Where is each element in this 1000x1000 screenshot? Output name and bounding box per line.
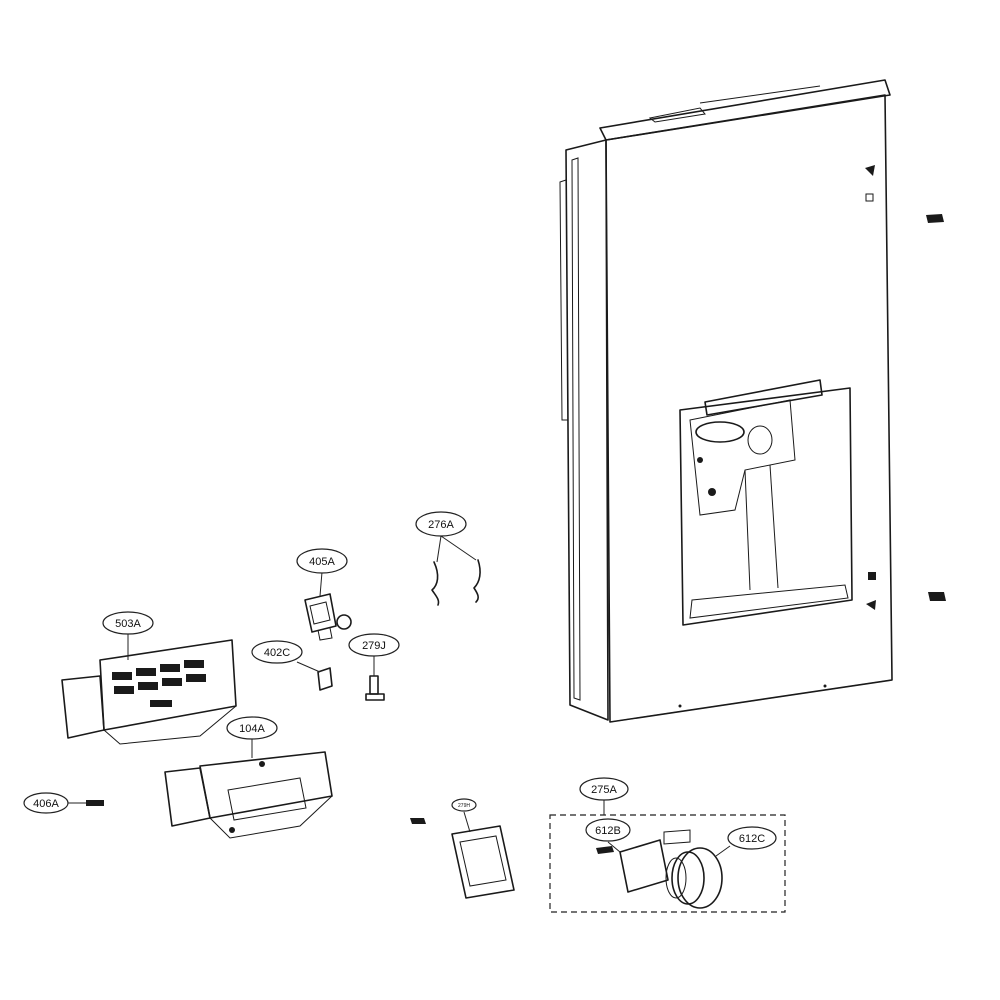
svg-text:104A: 104A	[239, 723, 265, 735]
hinge-screw-bottom	[928, 592, 946, 601]
callout-406a: 406A	[23, 792, 69, 814]
svg-text:279H: 279H	[458, 803, 470, 809]
callout-405a: 405A	[296, 548, 348, 574]
svg-text:405A: 405A	[309, 556, 335, 568]
dispenser-housing-104a	[164, 738, 333, 839]
svg-text:503A: 503A	[115, 618, 141, 630]
callout-402c: 402C	[251, 640, 303, 664]
callout-503a: 503A	[102, 611, 154, 635]
spring-parts-276a	[431, 535, 481, 606]
clip-402c	[296, 661, 333, 691]
svg-text:279J: 279J	[362, 640, 386, 652]
dispenser-lever-279h	[451, 811, 515, 899]
svg-text:402C: 402C	[264, 647, 290, 659]
callout-104a: 104A	[226, 716, 278, 740]
callout-275a: 275A	[579, 777, 629, 801]
ice-motor-assembly-275a	[549, 800, 786, 913]
svg-text:406A: 406A	[33, 798, 59, 810]
svg-text:275A: 275A	[591, 784, 617, 796]
small-screw	[410, 818, 426, 824]
screw-406a	[68, 800, 104, 806]
svg-text:276A: 276A	[428, 519, 454, 531]
screw-279j	[365, 656, 385, 701]
callout-279h: 279H	[451, 798, 477, 812]
callout-279j: 279J	[348, 633, 400, 657]
callout-612b: 612B	[585, 818, 631, 842]
svg-text:612C: 612C	[739, 833, 765, 845]
svg-text:612B: 612B	[595, 825, 621, 837]
hinge-screw-top	[926, 214, 944, 223]
control-panel-503a	[61, 632, 237, 745]
refrigerator-door	[559, 79, 893, 723]
assembly-boundary	[549, 814, 786, 913]
callout-612c: 612C	[727, 826, 777, 850]
switch-assembly-405a	[304, 571, 352, 641]
callout-276a: 276A	[415, 511, 467, 537]
